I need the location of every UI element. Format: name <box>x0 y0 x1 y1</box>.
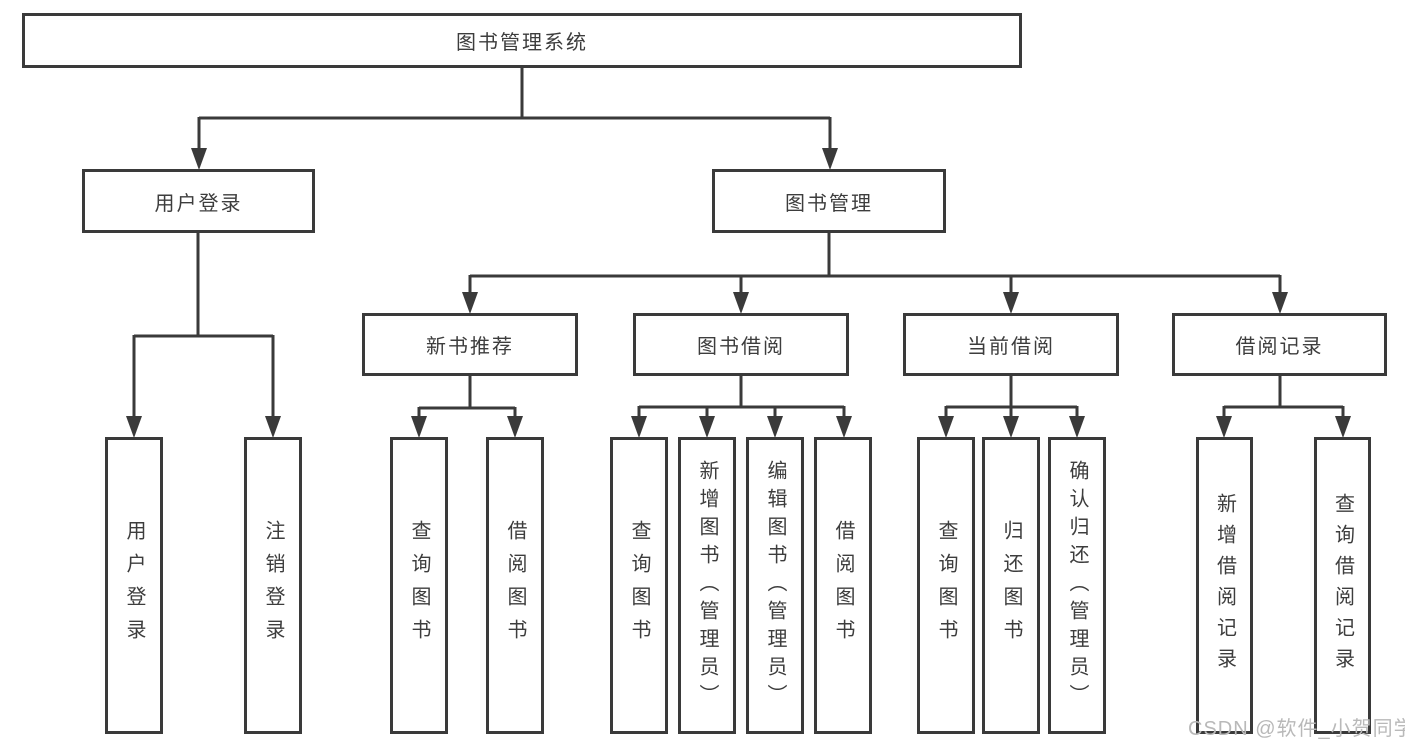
user-login-group-label: 用户登录 <box>154 192 243 215</box>
user-login-label: 用户登录 <box>123 519 145 652</box>
book-management-label: 图书管理 <box>785 192 873 215</box>
leaf-node-edit-books-admin: 编辑图书（管理员） <box>746 437 804 734</box>
query-books-label: 查询图书 <box>628 519 650 652</box>
leaf-node-borrow-books-recommend: 借阅图书 <box>486 437 544 734</box>
leaf-node-query-books-current: 查询图书 <box>917 437 975 734</box>
query-books-label: 查询图书 <box>408 519 430 652</box>
borrow-books-label: 借阅图书 <box>832 519 854 652</box>
leaf-node-add-borrow-record: 新增借阅记录 <box>1196 437 1253 734</box>
leaf-node-query-books-recommend: 查询图书 <box>390 437 448 734</box>
level3-node-new-book-recommend: 新书推荐 <box>362 313 578 376</box>
leaf-node-borrow-books: 借阅图书 <box>814 437 872 734</box>
edit-books-label: 编辑图书（管理员） <box>764 459 786 712</box>
borrow-books-label: 借阅图书 <box>504 519 526 652</box>
return-books-label: 归还图书 <box>1000 519 1022 652</box>
current-borrow-label: 当前借阅 <box>967 336 1055 358</box>
leaf-node-add-books-admin: 新增图书（管理员） <box>678 437 736 734</box>
level3-node-borrow-records: 借阅记录 <box>1172 313 1387 376</box>
level3-node-current-borrow: 当前借阅 <box>903 313 1119 376</box>
add-borrow-record-label: 新增借阅记录 <box>1213 492 1236 679</box>
add-books-label: 新增图书（管理员） <box>696 459 718 712</box>
logout-label: 注销登录 <box>262 519 284 652</box>
leaf-node-return-books: 归还图书 <box>982 437 1040 734</box>
leaf-node-logout: 注销登录 <box>244 437 302 734</box>
leaf-node-confirm-return-admin: 确认归还（管理员） <box>1048 437 1106 734</box>
level2-node-user-login: 用户登录 <box>82 169 315 233</box>
csdn-watermark: CSDN @软件_小贺同学 <box>1188 718 1405 740</box>
book-borrow-label: 图书借阅 <box>697 336 785 358</box>
borrow-records-label: 借阅记录 <box>1235 336 1324 358</box>
root-node-book-management-system: 图书管理系统 <box>22 13 1022 68</box>
root-node-label: 图书管理系统 <box>456 32 588 54</box>
leaf-node-query-books-borrow: 查询图书 <box>610 437 668 734</box>
level3-node-book-borrow: 图书借阅 <box>633 313 849 376</box>
query-borrow-record-label: 查询借阅记录 <box>1331 492 1354 679</box>
new-book-recommend-label: 新书推荐 <box>426 336 514 358</box>
level2-node-book-management: 图书管理 <box>712 169 946 233</box>
leaf-node-query-borrow-record: 查询借阅记录 <box>1314 437 1371 734</box>
confirm-return-label: 确认归还（管理员） <box>1066 459 1088 712</box>
query-books-label: 查询图书 <box>935 519 957 652</box>
leaf-node-user-login: 用户登录 <box>105 437 163 734</box>
